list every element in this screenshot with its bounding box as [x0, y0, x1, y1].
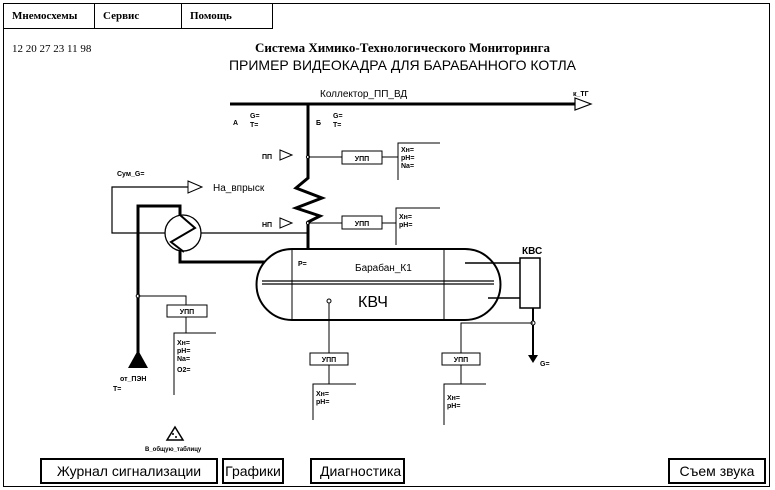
- np-arrow-icon: [279, 217, 294, 229]
- injection-label: На_впрыск: [213, 183, 265, 194]
- menu-help[interactable]: Помощь: [181, 3, 273, 29]
- drain-arrow-icon: [528, 355, 538, 363]
- collector-label: Коллектор_ПП_ВД: [320, 89, 407, 100]
- sampler-kvch-label: УПП: [322, 357, 336, 364]
- sampler-kvs-reading: Хн=: [447, 395, 460, 402]
- feed-temp: Т=: [113, 386, 121, 393]
- warning-triangle-icon[interactable]: [165, 425, 185, 441]
- sampler-feed-reading: pH=: [177, 348, 190, 355]
- graphs-button[interactable]: Графики: [222, 458, 284, 484]
- to-turbine-label: к_ТГ: [573, 91, 589, 98]
- sampler-kvs-label: УПП: [454, 357, 468, 364]
- feed-label: от_ПЭН: [120, 376, 147, 383]
- sampler-kvch-reading: Хн=: [316, 391, 329, 398]
- sampler-feed-label: УПП: [180, 309, 194, 316]
- sampler-np-reading: pH=: [399, 222, 412, 229]
- drum-pressure: P=: [298, 261, 307, 268]
- page-title: ПРИМЕР ВИДЕОКАДРА ДЛЯ БАРАБАННОГО КОТЛА: [228, 57, 577, 73]
- feed-pump-icon: [128, 350, 148, 368]
- menu-service[interactable]: Сервис: [94, 3, 182, 29]
- sampler-feed[interactable]: [166, 304, 208, 318]
- sampler-pp-reading: Хн=: [401, 147, 414, 154]
- point-a-label: А: [233, 120, 238, 127]
- point-b-label: Б: [316, 120, 321, 127]
- sound-off-button[interactable]: Съем звука: [668, 458, 766, 484]
- kvs-block[interactable]: [519, 257, 541, 309]
- alarm-log-button[interactable]: Журнал сигнализации: [40, 458, 218, 484]
- superheater-line: [291, 104, 327, 262]
- pp-arrow-icon: [279, 149, 294, 161]
- to-turbine-arrow[interactable]: [574, 97, 593, 111]
- sampler-kvs-reading: pH=: [447, 403, 460, 410]
- economizer-icon: [164, 214, 202, 252]
- injection-sum-label: Сум_G=: [117, 171, 144, 178]
- sampler-np-reading: Хн=: [399, 214, 412, 221]
- drain-flow: G=: [540, 361, 550, 368]
- injection-arrow-icon: [187, 180, 204, 194]
- point-b-flow: G=: [333, 113, 343, 120]
- sampler-pp-reading: Na=: [401, 163, 414, 170]
- pp-label: ПП: [262, 154, 272, 161]
- sampler-pp-reading: pH=: [401, 155, 414, 162]
- drum-name: Барабан_К1: [355, 262, 412, 274]
- sampler-pp-label: УПП: [355, 156, 369, 163]
- point-a-flow: G=: [250, 113, 260, 120]
- sampler-kvch-reading: pH=: [316, 399, 329, 406]
- table-link[interactable]: В_общую_таблицу: [145, 425, 202, 453]
- drum-section-label: КВЧ: [358, 294, 388, 311]
- table-link-label[interactable]: В_общую_таблицу: [145, 446, 202, 453]
- np-label: НП: [262, 222, 272, 229]
- kvs-label: КВС: [522, 246, 542, 257]
- sampler-feed-reading: O2=: [177, 367, 190, 374]
- diagnostics-button[interactable]: Диагностика: [310, 458, 405, 484]
- sampler-np-label: УПП: [355, 221, 369, 228]
- window-frame: [3, 3, 770, 487]
- point-a-temp: Т=: [250, 122, 258, 129]
- clock-readout: 12 20 27 23 11 98: [12, 43, 92, 55]
- sampler-feed-reading: Хн=: [177, 340, 190, 347]
- point-b-temp: Т=: [333, 122, 341, 129]
- sampler-feed-reading: Na=: [177, 356, 190, 363]
- menu-bar: Мнемосхемы Сервис Помощь: [3, 3, 273, 31]
- menu-mnemonics[interactable]: Мнемосхемы: [3, 3, 95, 29]
- system-title: Система Химико-Технологического Монитори…: [255, 40, 550, 55]
